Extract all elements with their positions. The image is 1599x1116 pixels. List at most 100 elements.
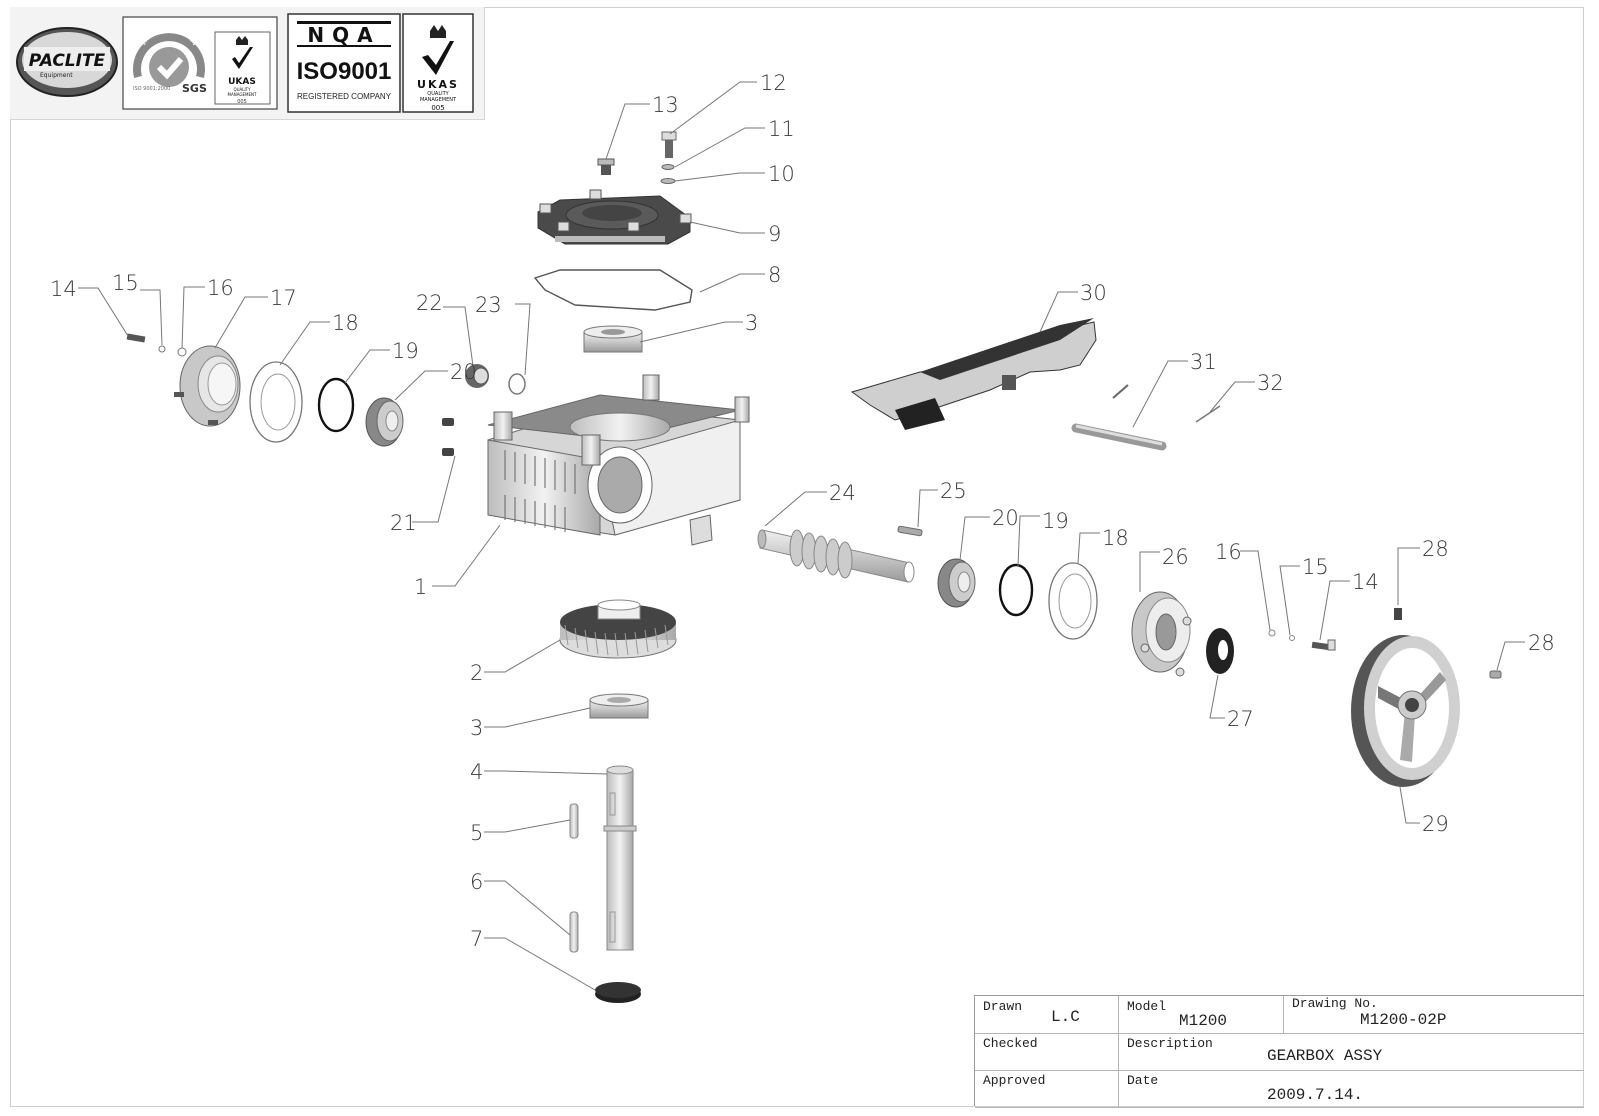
callout-2: 2 <box>470 661 483 685</box>
callout-30: 30 <box>1080 281 1107 305</box>
part-14-bolt-right <box>1311 639 1336 651</box>
callout-12: 12 <box>760 71 787 95</box>
part-16-washer-right <box>1268 629 1276 637</box>
callout-27: 27 <box>1227 707 1254 731</box>
drawing-border <box>10 7 1584 1107</box>
callout-29: 29 <box>1422 812 1449 836</box>
part-14-bolt-left <box>126 333 146 343</box>
sgs-label: SGS <box>182 82 207 95</box>
ukas-mark-2: UKAS QUALITY MANAGEMENT 005 <box>417 25 457 112</box>
description-label: Description <box>1127 1036 1213 1051</box>
callout-1: 1 <box>414 575 427 599</box>
callout-16-left: 16 <box>207 276 234 300</box>
callout-5: 5 <box>470 821 483 845</box>
callout-14-right: 14 <box>1352 570 1379 594</box>
nqa-mark: NQA ISO9001 REGISTERED COMPANY <box>297 21 392 101</box>
callout-6: 6 <box>470 870 483 894</box>
nqa-box <box>287 13 401 113</box>
ukas-code-2: 005 <box>431 104 444 112</box>
part-16-washer-left <box>177 347 187 357</box>
callout-9: 9 <box>768 222 781 246</box>
part-4-output-shaft <box>603 765 637 951</box>
part-12-bolt <box>661 131 677 158</box>
title-block-row-2: Checked Description GEARBOX ASSY <box>975 1033 1584 1071</box>
part-26-end-cap-right <box>1131 591 1192 677</box>
date-value: 2009.7.14. <box>1267 1086 1364 1104</box>
callout-labels: 1 2 3 3 4 5 6 7 8 9 10 11 12 13 14 15 16… <box>50 71 1555 951</box>
part-20-bearing-left <box>365 397 404 447</box>
paclite-name: PACLITE <box>29 51 106 71</box>
callout-17: 17 <box>270 286 297 310</box>
part-27-oil-seal <box>1206 628 1234 674</box>
part-18-gasket-left <box>249 361 303 443</box>
callout-16-right: 16 <box>1215 540 1242 564</box>
description-value: GEARBOX ASSY <box>1267 1047 1383 1065</box>
callout-23: 23 <box>475 293 502 317</box>
part-19-o-ring-left <box>317 377 355 433</box>
date-cell: Date 2009.7.14. <box>1119 1070 1585 1107</box>
ukas-mark-1: UKAS QUALITY MANAGEMENT 005 <box>228 36 257 105</box>
title-block-row-3: Approved Date 2009.7.14. <box>975 1070 1584 1108</box>
part-9-cover-plate <box>537 189 692 245</box>
part-31-pin <box>1071 423 1167 451</box>
callout-24: 24 <box>829 481 856 505</box>
callout-3-top: 3 <box>745 311 758 335</box>
checked-cell: Checked <box>975 1033 1119 1070</box>
part-15-washer-right <box>1289 635 1295 641</box>
callout-19-right: 19 <box>1042 509 1069 533</box>
callout-3-bottom: 3 <box>470 716 483 740</box>
callout-15-left: 15 <box>112 271 139 295</box>
part-28-set-screw-side <box>1489 670 1502 679</box>
part-24-worm-shaft <box>757 529 915 583</box>
callout-4: 4 <box>470 760 483 784</box>
sgs-standard: ISO 9001:2000 <box>133 86 170 92</box>
part-25-key <box>897 525 923 537</box>
part-11-washer <box>661 164 675 170</box>
callout-11: 11 <box>768 117 795 141</box>
part-2-worm-wheel <box>559 599 677 659</box>
callout-22: 22 <box>416 291 443 315</box>
sgs-mark: SYSTEM CERTIFICATION SGS ISO 9001:2000 <box>133 27 207 95</box>
description-cell: Description GEARBOX ASSY <box>1119 1033 1585 1070</box>
title-block: Drawn L.C Model M1200 Drawing No. M1200-… <box>974 995 1584 1108</box>
part-13-plug <box>597 158 615 175</box>
title-block-row-1: Drawn L.C Model M1200 Drawing No. M1200-… <box>975 996 1584 1034</box>
part-10-washer <box>660 178 676 184</box>
part-3-bearing-top <box>583 325 643 353</box>
part-22-fitting <box>465 364 489 388</box>
callout-28-side: 28 <box>1528 631 1555 655</box>
drawn-label: Drawn <box>983 999 1023 1014</box>
callout-31: 31 <box>1190 350 1217 374</box>
callout-28-top: 28 <box>1422 537 1449 561</box>
paclite-logo: PACLITE Equipment <box>16 27 118 97</box>
callout-19-left: 19 <box>392 339 419 363</box>
callout-18-left: 18 <box>332 311 359 335</box>
part-1-gearbox-housing <box>487 374 750 546</box>
callout-26: 26 <box>1162 545 1189 569</box>
drawing-no-cell: Drawing No. M1200-02P <box>1284 996 1585 1033</box>
part-17-end-cap <box>174 345 241 427</box>
leader-lines <box>78 81 1525 991</box>
nqa-label: NQA <box>307 23 380 47</box>
callout-10: 10 <box>768 162 795 186</box>
part-28-set-screw-top <box>1394 608 1402 620</box>
callout-20-right: 20 <box>992 506 1019 530</box>
callout-7: 7 <box>470 927 483 951</box>
ukas-quality-2: QUALITY <box>427 91 449 97</box>
part-21-plugs <box>442 418 454 456</box>
part-30-lever <box>850 318 1097 430</box>
paclite-subtext: Equipment <box>40 72 73 79</box>
callout-8: 8 <box>768 263 781 287</box>
callout-14-left: 14 <box>50 277 77 301</box>
part-19-o-ring-right <box>998 563 1034 617</box>
date-label: Date <box>1127 1073 1159 1088</box>
approved-cell: Approved <box>975 1070 1119 1107</box>
part-15-washer-left <box>158 345 166 353</box>
callout-13: 13 <box>652 93 679 117</box>
checked-label: Checked <box>983 1036 1038 1051</box>
callout-18-right: 18 <box>1102 526 1129 550</box>
part-32-spring-pin <box>1195 405 1221 423</box>
model-cell: Model M1200 <box>1119 996 1284 1033</box>
certification-header: PACLITE Equipment SYSTEM CERTIFICATION S… <box>10 7 485 120</box>
part-7-seal <box>595 982 641 1003</box>
